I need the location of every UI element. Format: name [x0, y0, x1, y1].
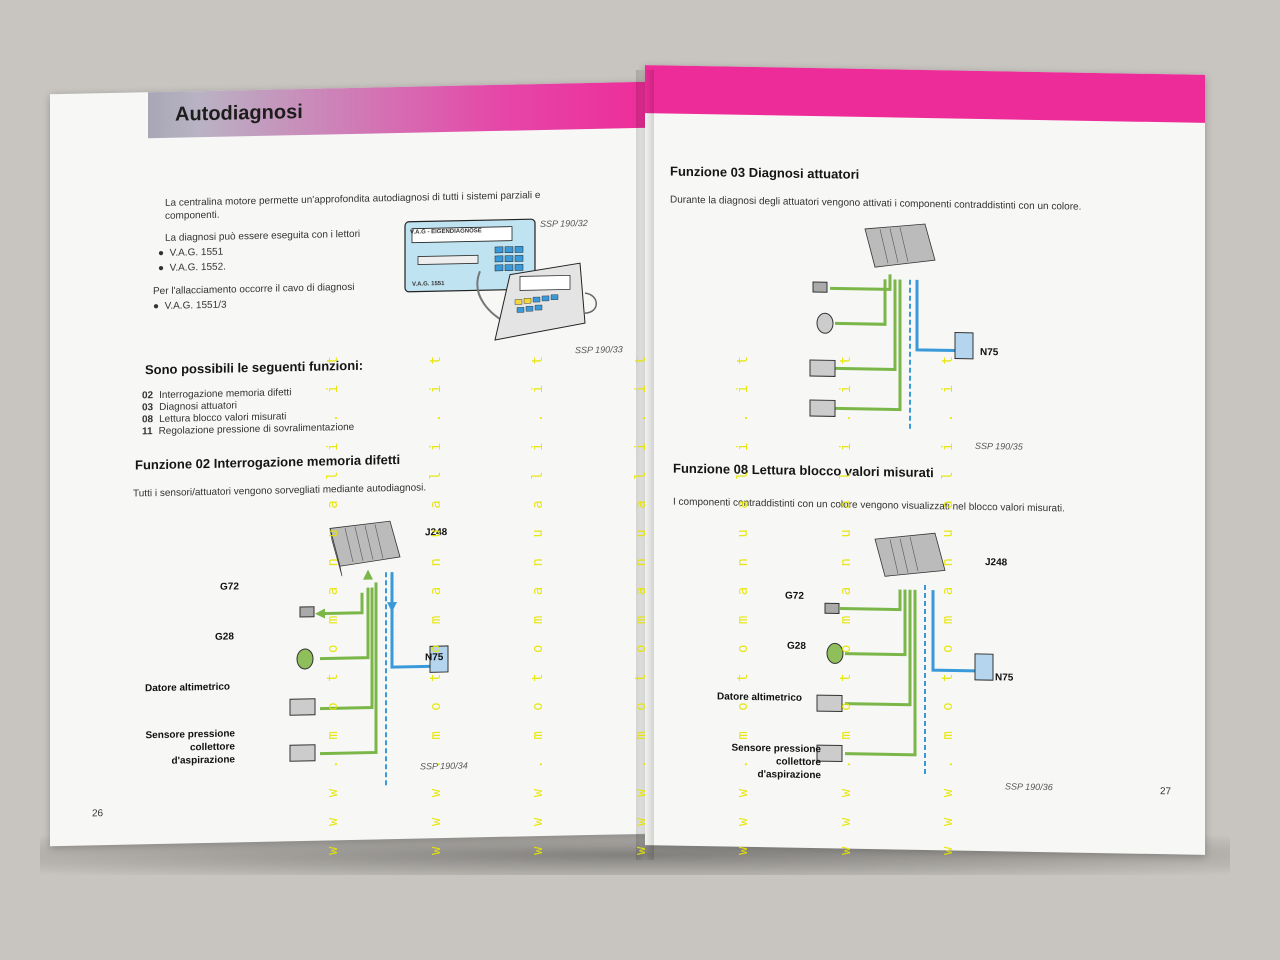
- tester-brand: V.A.G - EIGENDIAGNOSE: [410, 228, 482, 236]
- func08-text: I componenti contraddistinti con un colo…: [673, 496, 1065, 515]
- sensor-icon: [816, 312, 834, 334]
- sensor-icon: [289, 698, 316, 716]
- watermark: w w w . m o t o m a n u a l i . i t: [838, 350, 854, 856]
- watermark: w w w . m o t o m a n u a l i . i t: [633, 350, 649, 856]
- page-title: Autodiagnosi: [175, 100, 303, 126]
- watermark: w w w . m o t o m a n u a l i . i t: [530, 350, 546, 856]
- ssp-caption: SSP 190/35: [975, 440, 1023, 452]
- sensor-icon: [816, 694, 843, 713]
- cable-intro: Per l'allacciamento occorre il cavo di d…: [153, 281, 355, 298]
- page-number: 26: [92, 808, 104, 820]
- ecu-icon: [874, 532, 946, 577]
- func02-text: Tutti i sensori/attuatori vengono sorveg…: [133, 482, 427, 500]
- sensor-icon: [296, 648, 314, 670]
- sensor-icon: [824, 602, 840, 615]
- sensor-icon: [809, 359, 836, 377]
- valve-icon: [974, 653, 994, 681]
- ssp-caption: SSP 190/36: [1005, 781, 1053, 793]
- tester-model: V.A.G. 1551: [412, 281, 445, 288]
- left-page: Autodiagnosi La centralina motore permet…: [50, 81, 650, 847]
- valve-icon: [429, 645, 449, 673]
- reader-item: ● V.A.G. 1551: [158, 246, 224, 260]
- label-g28: G28: [215, 631, 234, 643]
- page-number: 27: [1160, 786, 1172, 798]
- book-spine: [636, 70, 654, 860]
- watermark: w w w . m o t o m a n u a l i . i t: [735, 350, 751, 856]
- watermark: w w w . m o t o m a n u a l i . i t: [428, 350, 444, 856]
- sensor-icon: [299, 606, 315, 618]
- label-datore: Datore altimetrico: [145, 681, 231, 695]
- sensor-icon: [816, 744, 843, 763]
- func08-heading: Funzione 08 Lettura blocco valori misura…: [673, 460, 934, 481]
- diagram-func03: [809, 223, 974, 430]
- ecu-icon: [329, 520, 401, 577]
- label-g72: G72: [220, 581, 239, 593]
- valve-icon: [954, 332, 974, 360]
- ecu-icon: [864, 223, 936, 268]
- label-sensore: Sensore pressione collettore d'aspirazio…: [731, 742, 821, 782]
- func02-heading: Funzione 02 Interrogazione memoria difet…: [135, 451, 401, 473]
- label-g72: G72: [785, 590, 804, 602]
- func03-text: Durante la diagnosi degli attuatori veng…: [670, 194, 1082, 213]
- func03-heading: Funzione 03 Diagnosi attuatori: [670, 163, 860, 182]
- label-sensore: Sensore pressione collettore d'aspirazio…: [145, 728, 235, 767]
- label-j248: J248: [985, 557, 1008, 569]
- diagram-func08: [816, 532, 994, 776]
- header-band-right: [645, 65, 1205, 123]
- sensor-icon: [809, 399, 836, 417]
- readers-intro: La diagnosi può essere eseguita con i le…: [165, 228, 361, 244]
- watermark: w w w . m o t o m a n u a l i . i t: [325, 350, 341, 856]
- ssp-caption: SSP 190/32: [540, 218, 588, 230]
- label-n75: N75: [995, 672, 1014, 684]
- sensor-icon: [812, 281, 828, 293]
- watermark: w w w . m o t o m a n u a l i . i t: [940, 350, 956, 856]
- sensor-icon: [289, 744, 316, 762]
- label-g28: G28: [787, 640, 806, 652]
- diagram-func02: [289, 520, 449, 788]
- tester-illustration: [404, 218, 597, 341]
- sensor-icon: [826, 642, 844, 664]
- label-datore: Datore altimetrico: [717, 691, 803, 704]
- right-page: Funzione 03 Diagnosi attuatori Durante l…: [645, 65, 1205, 855]
- cable-item: ● V.A.G. 1551/3: [153, 299, 227, 313]
- ssp-caption: SSP 190/33: [575, 344, 623, 356]
- label-n75: N75: [980, 346, 999, 359]
- reader-item: ● V.A.G. 1552.: [158, 261, 226, 275]
